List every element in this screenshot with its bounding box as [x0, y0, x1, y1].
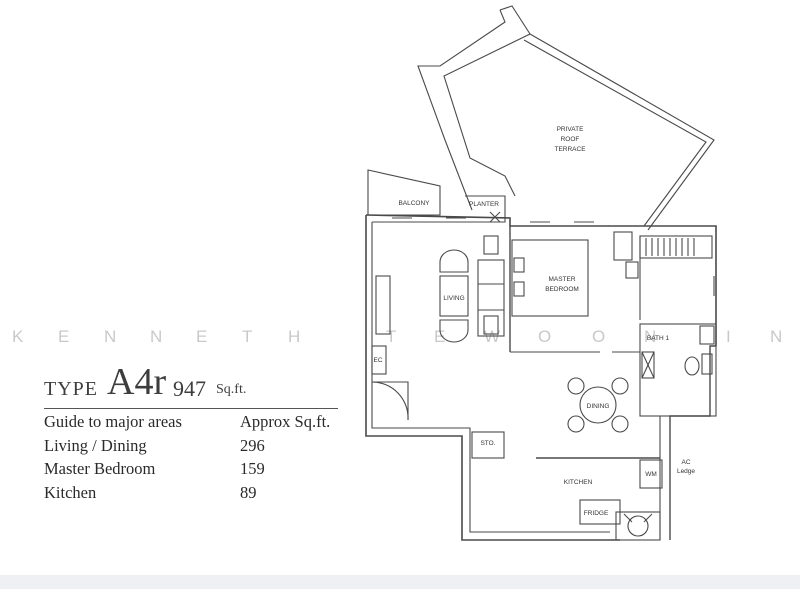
table-row: Master Bedroom 159	[44, 459, 340, 483]
label-dining: DINING	[587, 403, 610, 410]
room-name: Kitchen	[44, 482, 97, 502]
watermark-letter: H	[288, 327, 301, 346]
roof-terrace-railing-inner	[523, 39, 707, 227]
room-area: 159	[240, 459, 265, 478]
room-name: Master Bedroom	[44, 459, 156, 478]
watermark-letter: T	[242, 327, 253, 346]
balcony-outline	[367, 169, 441, 216]
table-row: Living / Dining 296	[44, 436, 340, 460]
watermark-letter: I	[726, 327, 731, 346]
label-bath: BATH 1	[647, 335, 670, 342]
bottom-band	[0, 575, 800, 589]
room-name: Living / Dining	[44, 435, 147, 455]
label-balcony: BALCONY	[398, 200, 430, 207]
label-roof-terrace-1: PRIVATE	[557, 126, 585, 133]
label-ec: EC	[373, 357, 382, 364]
watermark-letter: E	[58, 327, 70, 346]
legend-divider	[44, 408, 338, 409]
area-table: Guide to major areas Approx Sq.ft. Livin…	[44, 412, 340, 506]
watermark-letter: E	[434, 327, 446, 346]
bath-outline	[639, 323, 717, 417]
top-wall	[365, 214, 717, 346]
roof-terrace-outline	[443, 5, 531, 197]
label-fridge: FRIDGE	[584, 510, 609, 517]
room-area: 296	[240, 435, 265, 455]
watermark-letter: N	[770, 327, 783, 346]
label-living: LIVING	[443, 295, 464, 302]
watermark-letter: K	[12, 327, 24, 346]
watermark-letter: N	[644, 327, 657, 346]
label-store: STO.	[480, 440, 495, 447]
watermark-letter: N	[104, 327, 117, 346]
label-kitchen: KITCHEN	[564, 479, 593, 486]
watermark-letter: O	[538, 327, 552, 346]
label-roof-terrace-3: TERRACE	[554, 146, 586, 153]
unit-type-title: TYPE A4r 947 Sq.ft.	[44, 361, 340, 404]
master-bed	[511, 239, 589, 317]
label-wm: WM	[645, 471, 657, 478]
table-row: Kitchen 89	[44, 483, 340, 507]
watermark-letter: E	[196, 327, 208, 346]
header-sqft: Approx Sq.ft.	[240, 412, 331, 431]
total-area: 947	[173, 376, 206, 401]
roof-terrace-railing	[529, 33, 715, 231]
label-roof-terrace-2: ROOF	[561, 136, 580, 143]
outer-wall	[365, 215, 620, 541]
area-legend: TYPE A4r 947 Sq.ft. Guide to major areas…	[44, 361, 340, 502]
dining-table	[579, 386, 617, 424]
label-planter: PLANTER	[469, 201, 499, 208]
type-prefix: TYPE	[44, 378, 98, 400]
room-area: 89	[240, 482, 257, 502]
watermark: K E N N E T H T E W O O N I N	[0, 327, 800, 347]
watermark-letter: O	[592, 327, 606, 346]
label-master-2: BEDROOM	[545, 286, 579, 293]
sofa	[477, 259, 505, 337]
watermark-letter: T	[386, 327, 397, 346]
label-ac-ledge-1: AC	[681, 459, 690, 466]
area-table-header: Guide to major areas Approx Sq.ft.	[44, 412, 340, 436]
roof-terrace-edge	[417, 9, 506, 211]
type-code: A4r	[107, 361, 167, 403]
area-unit: Sq.ft.	[216, 382, 247, 397]
label-master-1: MASTER	[548, 276, 575, 283]
header-areas: Guide to major areas	[44, 412, 182, 431]
watermark-letter: N	[150, 327, 163, 346]
living-table	[439, 275, 469, 317]
store-outline	[471, 431, 505, 459]
tv-console	[375, 275, 391, 335]
label-ac-ledge-2: Ledge	[677, 468, 695, 475]
